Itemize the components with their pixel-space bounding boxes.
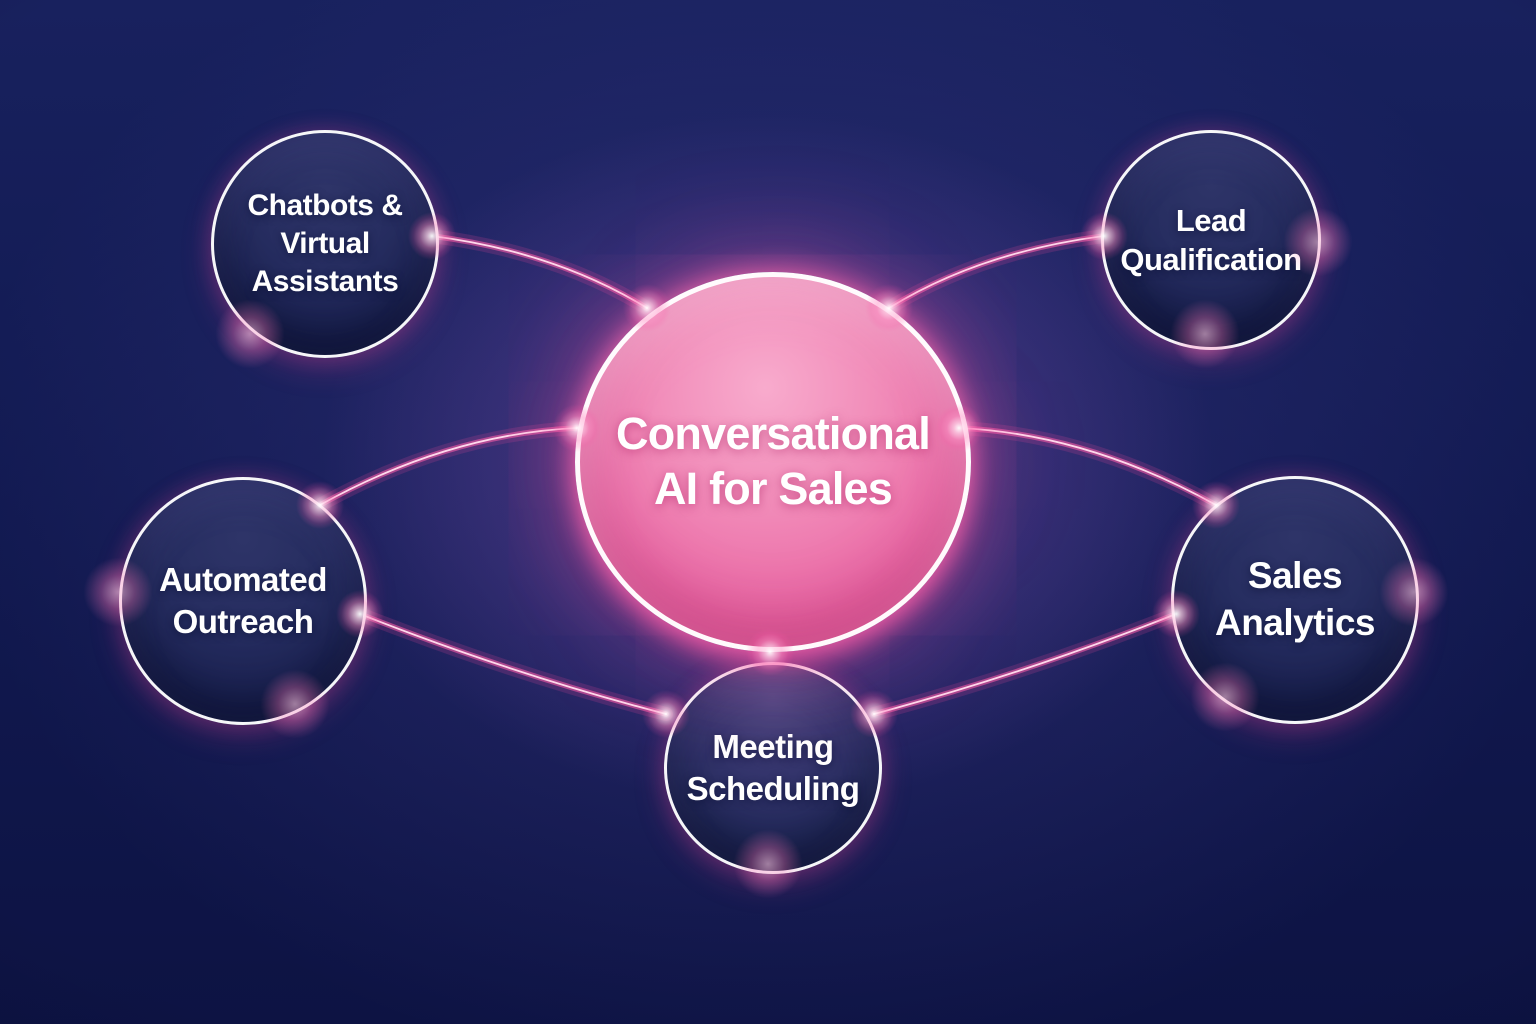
node-label-line: Analytics <box>1214 602 1376 643</box>
node-automated-outreach: Automated Outreach <box>119 477 367 725</box>
node-label-line: Sales <box>1247 555 1343 597</box>
node-label-line: Virtual Assistants <box>251 227 399 298</box>
connector-outreach-meeting <box>353 607 673 721</box>
node-label-chatbots: Chatbots & Virtual Assistants <box>214 187 436 300</box>
hub-label: Conversational AI for Sales <box>616 407 931 517</box>
node-label-line: Automated <box>159 561 327 599</box>
hub-label-line: AI for Sales <box>653 463 893 514</box>
node-label-line: Outreach <box>172 603 314 640</box>
node-meeting-scheduling: Meeting Scheduling <box>664 662 882 874</box>
connector-hub-automated-outreach <box>313 421 584 512</box>
node-label-line: Chatbots & <box>247 189 404 223</box>
node-lead-qualification: Lead Qualification <box>1101 130 1321 350</box>
node-label-line: Qualification <box>1120 242 1302 277</box>
connector-hub-sales-analytics <box>952 421 1223 512</box>
connector-analytics-meeting <box>867 607 1183 721</box>
node-label-line: Lead <box>1175 202 1247 238</box>
connector-hub-chatbots <box>425 229 654 315</box>
hub-label-line: Conversational <box>616 408 931 460</box>
node-label-line: Scheduling <box>686 770 860 807</box>
node-label-lead-qualification: Lead Qualification <box>1120 201 1302 279</box>
node-sales-analytics: Sales Analytics <box>1171 476 1419 724</box>
hub-node-conversational-ai-for-sales: Conversational AI for Sales <box>575 272 971 652</box>
node-label-line: Meeting <box>712 728 834 766</box>
node-label-meeting-scheduling: Meeting Scheduling <box>687 726 860 809</box>
node-chatbots-virtual-assistants: Chatbots & Virtual Assistants <box>211 130 439 358</box>
node-label-automated-outreach: Automated Outreach <box>159 559 327 642</box>
connector-hub-lead-qualification <box>882 229 1111 315</box>
node-label-sales-analytics: Sales Analytics <box>1214 553 1376 646</box>
